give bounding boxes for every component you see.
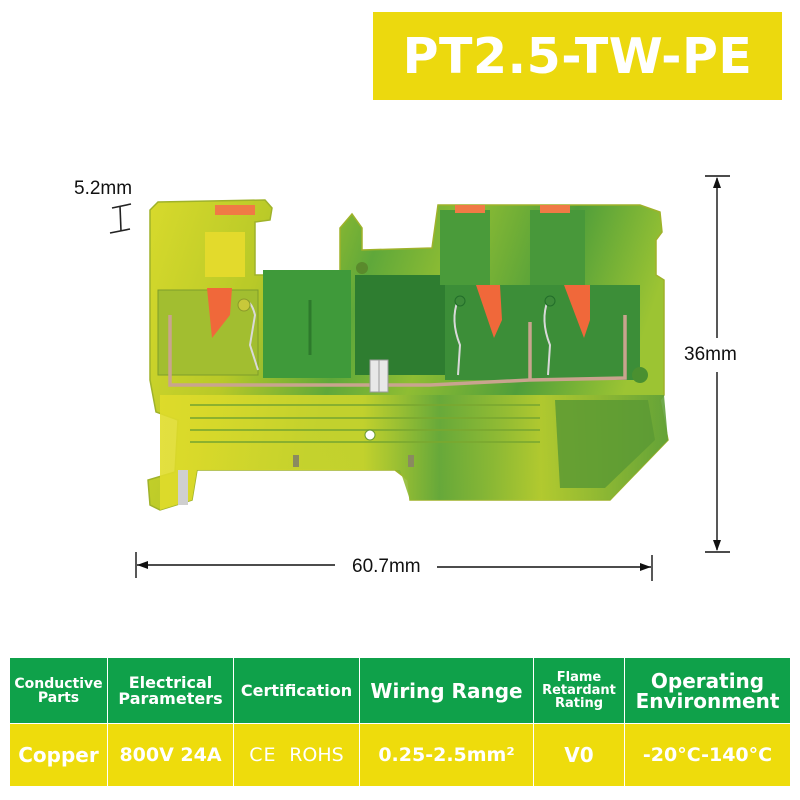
- spec-header-row: Conductive Parts Electrical Parameters C…: [9, 657, 791, 724]
- actuator-right: [564, 285, 590, 338]
- spec-value-row: Copper 800V 24A CE ROHS 0.25-2.5mm² V0 -…: [9, 723, 791, 787]
- value-certification: CE ROHS: [233, 723, 360, 787]
- value-flame-rating: V0: [533, 723, 625, 787]
- product-diagram: [109, 175, 730, 581]
- actuator-mid: [476, 285, 502, 338]
- pitch-dimension-marker: [109, 203, 132, 234]
- product-title: PT2.5-TW-PE: [402, 27, 753, 85]
- height-dimension-label: 36mm: [684, 344, 737, 365]
- header-line: Wiring Range: [370, 678, 523, 703]
- title-banner: PT2.5-TW-PE: [373, 12, 782, 100]
- header-line: Retardant: [542, 683, 616, 698]
- header-conductive-parts: Conductive Parts: [9, 657, 108, 724]
- value-wiring-range: 0.25-2.5mm²: [359, 723, 534, 787]
- header-line: Rating: [554, 696, 603, 711]
- header-line: Electrical: [128, 672, 213, 692]
- header-operating-environment: Operating Environment: [624, 657, 791, 724]
- header-line: Environment: [635, 688, 780, 713]
- value-operating-environment: -20°C-140°C: [624, 723, 791, 787]
- header-certification: Certification: [233, 657, 360, 724]
- header-wiring-range: Wiring Range: [359, 657, 534, 724]
- header-line: Operating: [650, 668, 765, 693]
- ce-mark-icon: CE: [249, 744, 277, 766]
- length-dimension-label: 60.7mm: [352, 556, 421, 577]
- length-dimension-line: [135, 552, 653, 581]
- value-conductive-parts: Copper: [9, 723, 108, 787]
- header-line: Parameters: [118, 688, 223, 708]
- header-line: Certification: [240, 680, 353, 700]
- header-line: Conductive: [14, 675, 103, 692]
- terminal-block-image: [147, 199, 669, 511]
- actuator-left: [207, 288, 232, 338]
- value-electrical-parameters: 800V 24A: [107, 723, 234, 787]
- header-flame-retardant-rating: Flame Retardant Rating: [533, 657, 625, 724]
- specifications-table: Conductive Parts Electrical Parameters C…: [9, 657, 791, 787]
- header-line: Flame: [556, 670, 602, 685]
- height-dimension-line: [705, 175, 730, 553]
- header-electrical-parameters: Electrical Parameters: [107, 657, 234, 724]
- pitch-dimension-label: 5.2mm: [74, 178, 133, 199]
- header-line: Parts: [37, 689, 80, 706]
- rohs-label: ROHS: [289, 744, 344, 766]
